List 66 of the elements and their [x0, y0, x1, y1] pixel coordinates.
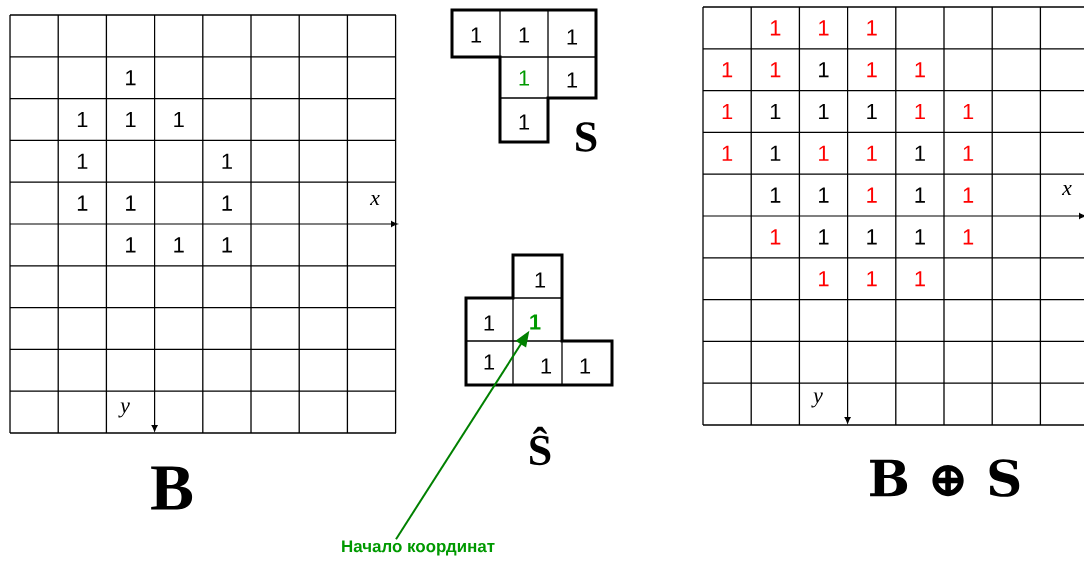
cell-value: 1 [867, 271, 877, 287]
set-label: S [576, 122, 597, 152]
cell-value: 1 [222, 237, 232, 253]
cell-value: 1 [770, 187, 781, 203]
cell-value: 1 [722, 62, 733, 78]
cell-value: 1 [770, 20, 781, 36]
cell-value: 1 [867, 187, 877, 203]
cell-value: 1 [126, 111, 136, 128]
cell-value: 1 [722, 103, 733, 120]
set-label: B [151, 466, 193, 510]
cell-value: 1 [770, 103, 781, 120]
cell-value: 1 [963, 145, 974, 161]
set-label: Ŝ [530, 426, 551, 466]
cell-value: 1 [471, 27, 482, 43]
axis-label: y [811, 392, 823, 408]
cell-value: 1 [722, 145, 733, 161]
cell-value: 1 [819, 20, 829, 36]
cell-value: 1 [963, 229, 974, 245]
cell-value: 1 [963, 103, 974, 120]
cell-value: 1 [541, 358, 552, 374]
cell-value: 1 [222, 153, 232, 169]
cell-value: 1 [222, 195, 232, 211]
cell-value: 1 [535, 272, 546, 288]
axis-label: x [369, 194, 380, 205]
cell-value: 1 [519, 70, 530, 86]
cell-value: 1 [915, 145, 925, 161]
cell-value: 1 [567, 72, 578, 88]
cell-value: 1 [519, 27, 530, 43]
set-label: B ⊕ S [870, 459, 1020, 497]
origin-marker: 1 [530, 314, 541, 330]
cell-value: 1 [519, 114, 530, 130]
caption-text: Начало координат [342, 540, 495, 556]
cell-value: 1 [915, 62, 925, 78]
cell-value: 1 [174, 237, 184, 253]
cell-value: 1 [174, 111, 184, 128]
axis-label: y [118, 402, 130, 418]
cell-value: 1 [126, 70, 136, 86]
cell-value: 1 [126, 237, 136, 253]
cell-value: 1 [819, 103, 829, 120]
cell-value: 1 [770, 62, 781, 78]
cell-value: 1 [867, 145, 877, 161]
cell-value: 1 [867, 103, 877, 120]
cell-value: 1 [915, 103, 925, 120]
cell-value: 1 [867, 20, 877, 36]
cell-value: 1 [819, 62, 829, 78]
cell-value: 1 [915, 187, 925, 203]
cell-value: 1 [77, 195, 88, 211]
cell-value: 1 [567, 29, 578, 45]
axis-label: x [1061, 184, 1072, 196]
cell-value: 1 [770, 145, 781, 161]
cell-value: 1 [580, 358, 591, 374]
cell-value: 1 [484, 354, 495, 370]
cell-value: 1 [963, 187, 974, 203]
cell-value: 1 [915, 271, 925, 287]
cell-value: 1 [915, 229, 925, 245]
cell-value: 1 [770, 229, 781, 245]
cell-value: 1 [484, 315, 495, 331]
cell-value: 1 [77, 111, 88, 128]
cell-value: 1 [819, 145, 829, 161]
cell-value: 1 [867, 229, 877, 245]
cell-value: 1 [819, 187, 829, 203]
cell-value: 1 [819, 229, 829, 245]
cell-value: 1 [77, 153, 88, 169]
cell-value: 1 [126, 195, 136, 211]
cell-value: 1 [819, 271, 829, 287]
cell-value: 1 [867, 62, 877, 78]
